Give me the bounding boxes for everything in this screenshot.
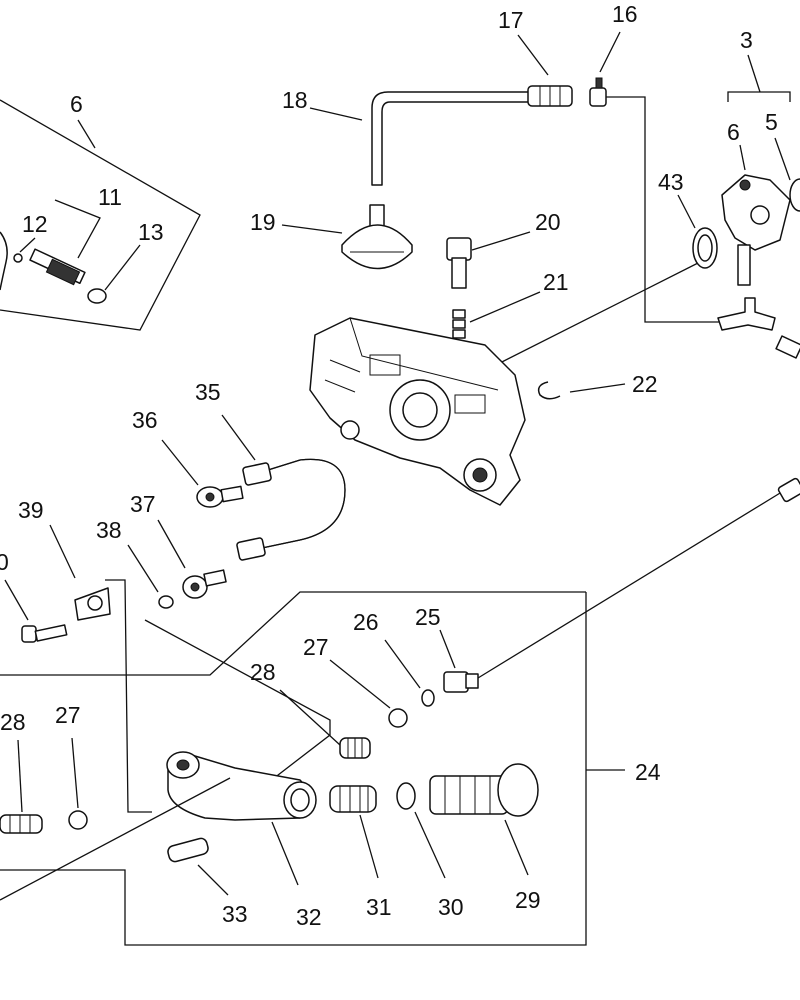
callout-39: 39 xyxy=(18,497,44,523)
part-28-spring-upper xyxy=(339,737,371,759)
callout-11: 11 xyxy=(98,184,122,210)
part-12-washer xyxy=(13,253,23,263)
callout-12: 12 xyxy=(22,211,48,237)
part-33-pin xyxy=(167,837,209,863)
part-rod-and-tee xyxy=(717,244,800,359)
leaders-20-22 xyxy=(469,231,701,393)
callout-28-left: 28 xyxy=(0,709,26,735)
part-32-pump-body xyxy=(166,751,317,821)
part-38-oring xyxy=(158,595,174,609)
part-19-filter xyxy=(341,204,413,270)
callout-19: 19 xyxy=(250,209,276,235)
group-24-frame xyxy=(0,591,625,946)
callout-43: 43 xyxy=(658,169,684,195)
callout-33: 33 xyxy=(222,901,248,927)
group-6-frame xyxy=(0,99,201,331)
part-39-washer xyxy=(74,587,111,621)
callout-21: 21 xyxy=(543,269,569,295)
callout-labels: 3 5 6 6 11 12 13 16 17 18 19 20 21 22 24… xyxy=(0,1,778,930)
part-35-oil-line xyxy=(236,458,346,561)
callout-6-right: 6 xyxy=(727,119,740,145)
part-22-circlip xyxy=(537,381,561,400)
part-6-right-body xyxy=(721,174,791,251)
callout-26: 26 xyxy=(353,609,379,635)
part-43-gasket xyxy=(692,227,718,269)
callout-36: 36 xyxy=(132,407,158,433)
callout-5: 5 xyxy=(765,109,778,135)
crankcase-housing xyxy=(309,317,526,506)
part-18-hose xyxy=(371,91,531,186)
leaders-29-33 xyxy=(17,737,529,896)
part-5-ring xyxy=(789,178,800,212)
part-20-valve xyxy=(446,237,472,289)
part-16-clip xyxy=(589,77,607,107)
part-36-banjo xyxy=(196,485,244,508)
part-6-left-body xyxy=(0,231,8,291)
callout-27-left: 27 xyxy=(55,702,81,728)
callout-17: 17 xyxy=(498,7,524,33)
callout-29: 29 xyxy=(515,887,541,913)
callout-28-upper: 28 xyxy=(250,659,276,685)
callout-25: 25 xyxy=(415,604,441,630)
leaders-upper-left xyxy=(19,199,141,291)
leaders-35-38 xyxy=(127,414,256,593)
callout-6-left: 6 xyxy=(70,91,83,117)
callout-38: 38 xyxy=(96,517,122,543)
part-13-cap xyxy=(87,288,107,304)
callout-37: 37 xyxy=(130,491,156,517)
part-27-ball-upper xyxy=(388,708,408,728)
callout-30: 30 xyxy=(438,894,464,920)
part-25-connector xyxy=(443,477,800,693)
leaders-39-40 xyxy=(4,524,152,813)
callout-18: 18 xyxy=(282,87,308,113)
parts-27-28-left xyxy=(0,777,231,901)
callout-31: 31 xyxy=(366,894,392,920)
callout-35: 35 xyxy=(195,379,221,405)
part-31-spring xyxy=(329,785,377,813)
callout-3: 3 xyxy=(740,27,753,53)
leaders-top xyxy=(281,31,720,323)
callout-32: 32 xyxy=(296,904,322,930)
part-30-oring xyxy=(396,782,416,810)
part-37-fitting xyxy=(182,569,227,599)
callout-24: 24 xyxy=(635,759,661,785)
callout-20: 20 xyxy=(535,209,561,235)
part-11-pin xyxy=(29,248,86,286)
callout-40: 0 xyxy=(0,549,9,575)
part-17-fitting xyxy=(527,85,573,107)
callout-13: 13 xyxy=(138,219,164,245)
part-26-oring xyxy=(421,689,435,707)
callout-16: 16 xyxy=(612,1,638,27)
part-29-piston xyxy=(429,763,539,817)
part-40-screw xyxy=(21,624,68,643)
part-21-spring xyxy=(452,309,466,339)
callout-27-upper: 27 xyxy=(303,634,329,660)
leaders-25-28 xyxy=(144,619,456,813)
callout-22: 22 xyxy=(632,371,658,397)
leaders-right xyxy=(677,54,791,229)
